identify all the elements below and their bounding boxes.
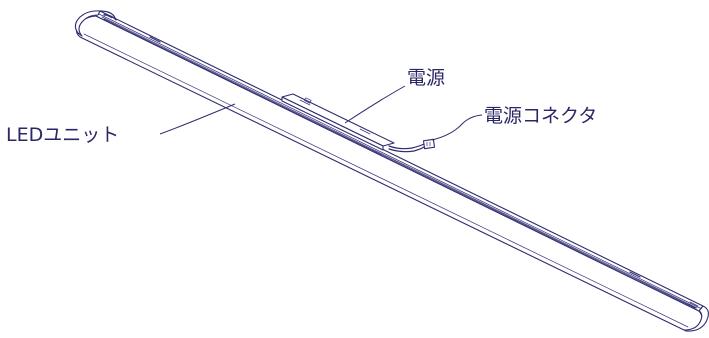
left-cap-rim [99,10,117,21]
lens-lower-edge [83,33,689,328]
right-cap-seam-2 [687,303,697,309]
power-supply-detail-2 [359,128,371,135]
clip-1 [149,36,161,43]
led-unit-body [75,10,704,331]
leader-power-supply [344,85,406,124]
ridge-line-2 [101,16,698,309]
clip-2 [629,271,641,278]
leader-power-connector [431,114,483,141]
power-supply-port [303,97,312,104]
ridge-line-4 [105,20,694,309]
led-lens-surface [75,15,703,331]
label-power-connector: 電源コネクタ [484,105,597,127]
power-cable-assembly [388,138,436,153]
label-led-unit: LEDユニット [6,124,119,146]
right-cap-seam [689,301,699,307]
power-cable [388,143,425,150]
leader-led-unit [159,103,236,135]
leader-lines [159,85,483,141]
left-end-cap [74,10,117,37]
ridge-clips [149,36,641,278]
power-cable-2 [388,146,425,153]
left-cap-seam [103,13,113,19]
ridge-line-3 [103,18,696,309]
right-cap-face [683,305,709,332]
left-cap-face [74,10,101,37]
label-power-supply: 電源 [407,67,445,89]
power-connector-plug [422,138,436,150]
power-supply-detail-1 [299,99,311,106]
ridge-line-1 [97,13,702,309]
power-supply-side [281,96,384,151]
right-end-cap [683,301,709,332]
power-supply-box [281,93,395,151]
